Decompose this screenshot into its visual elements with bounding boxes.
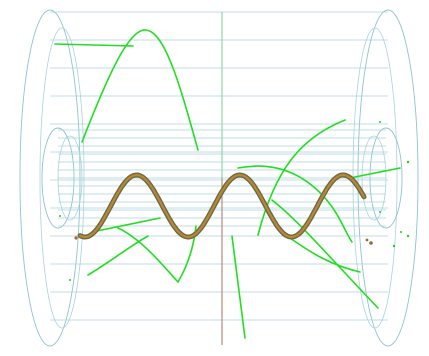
track-top-arc [81, 29, 199, 151]
track-left-flat [91, 217, 161, 233]
track-right-short [349, 167, 401, 179]
track-lower-left [87, 235, 149, 276]
track-lower-right [289, 237, 361, 273]
track-right-upper [257, 119, 346, 236]
helix-track [77, 172, 367, 240]
track-right-diag [271, 199, 379, 309]
track-top-horizontal [54, 43, 134, 47]
track-left-curl [117, 225, 197, 284]
outer-barrel-wireframe [19, 9, 419, 347]
hit-points [59, 121, 410, 281]
track-lower-mid [231, 235, 246, 339]
